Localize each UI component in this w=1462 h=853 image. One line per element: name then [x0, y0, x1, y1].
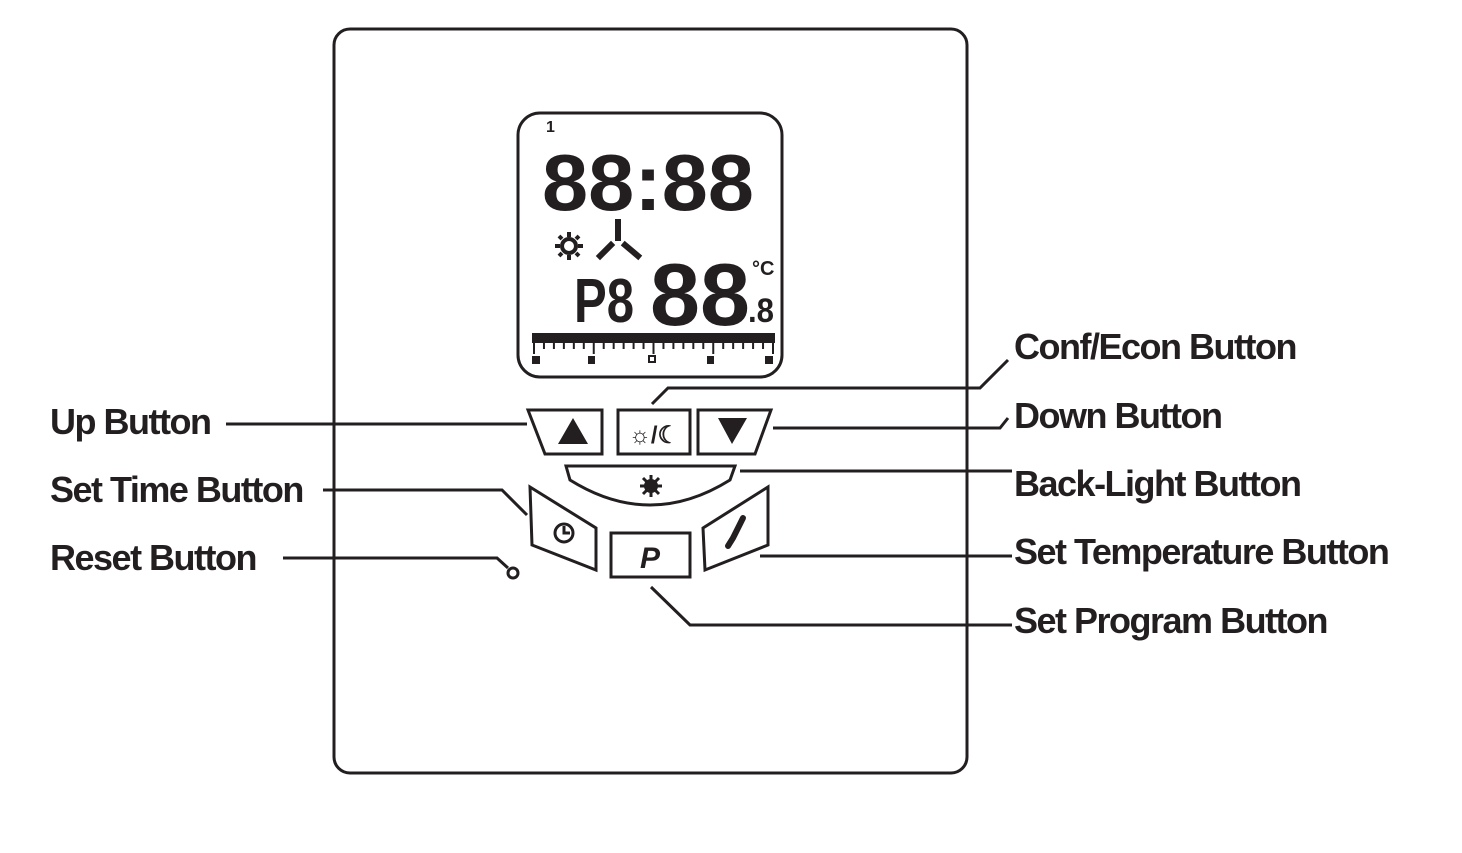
label-back-light-button: Back-Light Button: [1014, 463, 1300, 504]
label-down-button: Down Button: [1014, 395, 1221, 436]
label-set-program-button: Set Program Button: [1014, 600, 1327, 641]
up-arrow-icon: [558, 418, 588, 444]
lcd-temperature-decimal: .8: [748, 292, 774, 330]
label-up-button: Up Button: [50, 401, 210, 442]
down-button[interactable]: [696, 408, 774, 456]
label-set-time-button: Set Time Button: [50, 469, 303, 510]
back-light-button[interactable]: [564, 464, 738, 507]
fan-icon: [595, 219, 643, 261]
program-icon: P: [640, 542, 661, 575]
set-program-button[interactable]: P: [609, 531, 692, 579]
reset-button[interactable]: [506, 566, 520, 580]
heat-sun-icon: [555, 232, 583, 260]
leader-lines: [226, 358, 1012, 627]
lcd-temperature: 88: [650, 245, 750, 344]
lcd-unit: °C: [752, 258, 774, 280]
label-set-temperature-button: Set Temperature Button: [1014, 531, 1388, 572]
lcd-time: 88:88: [542, 138, 754, 227]
lcd-day: 1: [546, 119, 555, 136]
up-button[interactable]: [525, 408, 604, 456]
sun-moon-icon: ☼/☾: [629, 422, 679, 449]
label-reset-button: Reset Button: [50, 537, 256, 578]
down-arrow-icon: [718, 418, 747, 444]
thermostat-body: [332, 27, 969, 775]
set-time-button[interactable]: [528, 484, 598, 573]
thermometer-icon: [725, 515, 746, 549]
lcd-display: 1 88:88 P8 88 .8 °C: [516, 111, 784, 379]
lcd-program: P8: [574, 267, 634, 336]
label-conf-econ-button: Conf/Econ Button: [1014, 326, 1296, 367]
set-temperature-button[interactable]: [701, 484, 770, 573]
light-bulb-icon: [640, 475, 662, 497]
clock-icon: [553, 522, 575, 544]
conf-econ-button[interactable]: ☼/☾: [616, 408, 692, 456]
lcd-timeline-bar: [532, 333, 775, 364]
